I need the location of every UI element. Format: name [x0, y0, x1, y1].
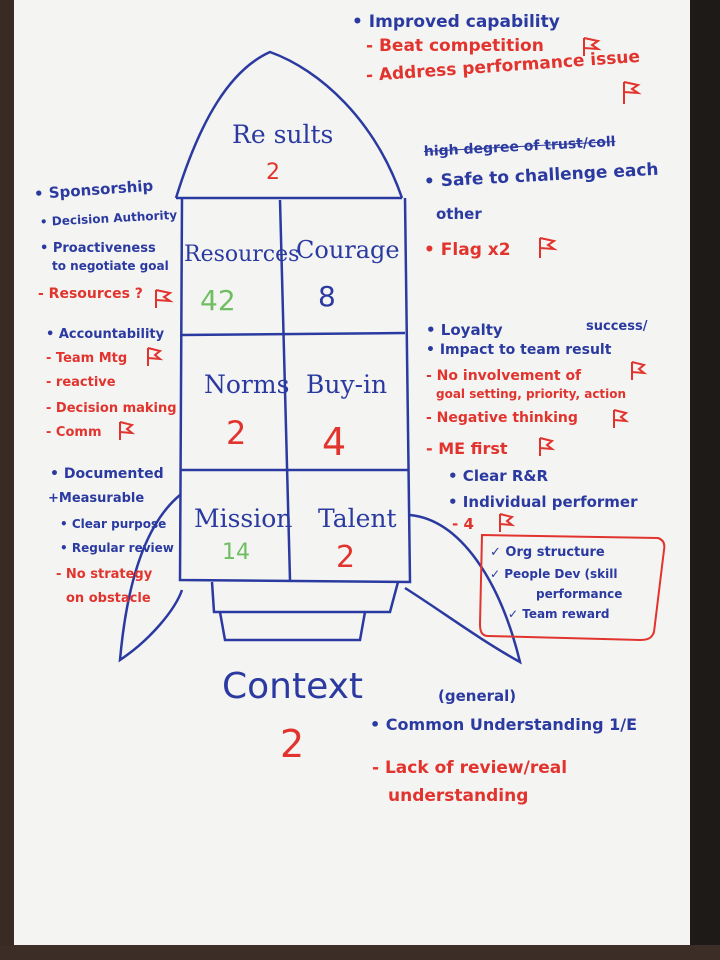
note-performance: performance	[536, 587, 623, 601]
flag-icon	[631, 361, 648, 380]
norms-label: Norms	[204, 370, 290, 399]
note-four: - 4	[452, 515, 474, 533]
floor-strip	[0, 945, 720, 960]
note-individual-performer: • Individual performer	[448, 493, 638, 511]
note-resources-question: - Resources ?	[38, 286, 143, 302]
mission-score: 14	[222, 540, 250, 565]
note-team-mtg: - Team Mtg	[46, 351, 128, 366]
rocket-engine-top	[210, 581, 400, 614]
context-label: Context	[222, 666, 364, 707]
courage-label: Courage	[296, 236, 400, 264]
rocket-engine-bottom	[218, 611, 367, 642]
note-flag-x2: • Flag x2	[424, 240, 511, 260]
flag-icon	[155, 289, 174, 308]
rocket-column-divider	[278, 199, 292, 581]
note-impact-team-result: • Impact to team result	[426, 342, 612, 358]
mission-label: Mission	[194, 504, 293, 533]
right-notes-box	[478, 533, 666, 642]
note-general: (general)	[438, 687, 517, 705]
note-clear-rr: • Clear R&R	[448, 467, 549, 485]
note-loyalty: • Loyalty	[426, 321, 503, 339]
note-goal-setting: goal setting, priority, action	[436, 387, 627, 401]
flag-icon	[499, 513, 516, 532]
resources-label: Resources	[184, 242, 300, 267]
note-other: other	[436, 205, 482, 223]
flag-icons	[119, 37, 648, 532]
note-accountability: • Accountability	[46, 327, 165, 342]
flag-icon	[539, 237, 558, 258]
rocket-nose	[174, 50, 404, 199]
note-org-structure: ✓ Org structure	[490, 545, 605, 560]
background-left	[0, 0, 14, 960]
note-clear-purpose: • Clear purpose	[60, 517, 167, 531]
note-documented: • Documented	[50, 466, 164, 482]
note-on-obstacle: on obstacle	[66, 591, 151, 606]
note-me-first: - ME first	[426, 439, 508, 458]
note-reactive: - reactive	[46, 375, 116, 390]
rocket-body	[178, 197, 412, 584]
note-proactiveness: • Proactiveness	[40, 241, 156, 256]
note-decision-making: - Decision making	[46, 401, 177, 416]
note-regular-review: • Regular review	[60, 541, 174, 555]
rocket-row-divider-1	[179, 331, 406, 337]
note-people-dev: ✓ People Dev (skill	[490, 567, 618, 581]
buyin-score: 4	[322, 420, 347, 464]
norms-score: 2	[226, 414, 247, 452]
flag-icon	[613, 409, 630, 428]
note-beat-competition: - Beat competition	[366, 36, 544, 56]
note-negative-thinking: - Negative thinking	[426, 410, 578, 426]
buyin-label: Buy-in	[306, 370, 388, 399]
flag-icon	[583, 37, 602, 56]
flipchart-paper	[14, 0, 690, 948]
flag-icon	[119, 421, 136, 440]
results-label: Re sults	[232, 120, 334, 149]
note-common-understanding: • Common Understanding 1/E	[370, 715, 638, 734]
note-no-involvement: - No involvement of	[426, 368, 582, 384]
flag-icon	[623, 81, 642, 104]
rocket-fin-left	[118, 494, 184, 663]
note-comm: - Comm	[46, 425, 102, 440]
context-score: 2	[280, 722, 305, 766]
results-score: 2	[266, 160, 280, 185]
talent-label: Talent	[318, 504, 397, 533]
talent-score: 2	[336, 540, 356, 575]
note-success: success/	[586, 319, 648, 334]
note-understanding: understanding	[388, 786, 529, 806]
easel-edge	[690, 0, 720, 960]
note-no-strategy: - No strategy	[56, 567, 153, 582]
courage-score: 8	[318, 280, 336, 313]
note-improved-capability: • Improved capability	[352, 12, 560, 32]
note-negotiate-goal: to negotiate goal	[52, 259, 169, 273]
note-lack-of-review: - Lack of review/real	[372, 758, 568, 778]
note-team-reward: ✓ Team reward	[508, 607, 610, 621]
flag-icon	[147, 347, 164, 366]
flag-icon	[539, 437, 556, 456]
rocket-fin-right	[404, 513, 522, 665]
resources-score: 42	[200, 284, 236, 317]
note-measurable: +Measurable	[48, 491, 145, 506]
